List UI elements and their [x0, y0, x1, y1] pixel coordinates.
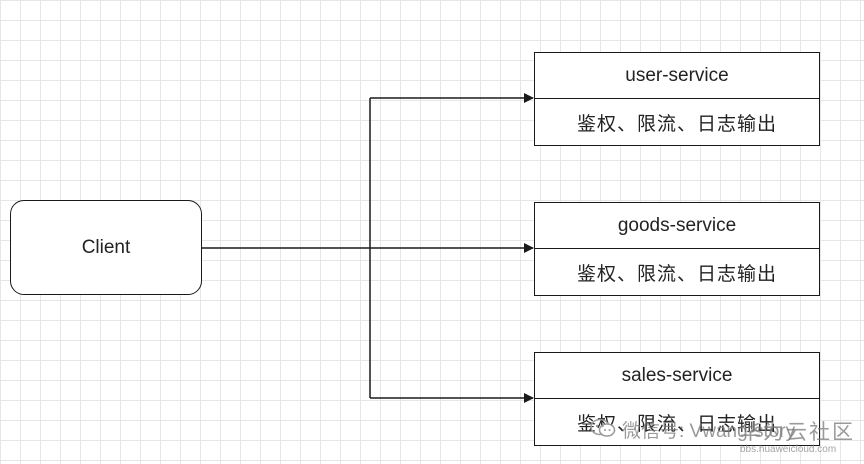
client-label: Client: [81, 236, 131, 258]
service-features: 鉴权、限流、日志输出: [576, 413, 777, 435]
user-service-node: user-service 鉴权、限流、日志输出: [534, 52, 820, 146]
sales-service-node: sales-service 鉴权、限流、日志输出: [534, 352, 820, 446]
service-features: 鉴权、限流、日志输出: [576, 263, 777, 285]
service-features: 鉴权、限流、日志输出: [576, 113, 777, 135]
goods-service-node: goods-service 鉴权、限流、日志输出: [534, 202, 820, 296]
service-name: sales-service: [535, 353, 819, 399]
service-name: user-service: [535, 53, 819, 99]
client-node: Client: [10, 200, 202, 295]
service-name: goods-service: [535, 203, 819, 249]
